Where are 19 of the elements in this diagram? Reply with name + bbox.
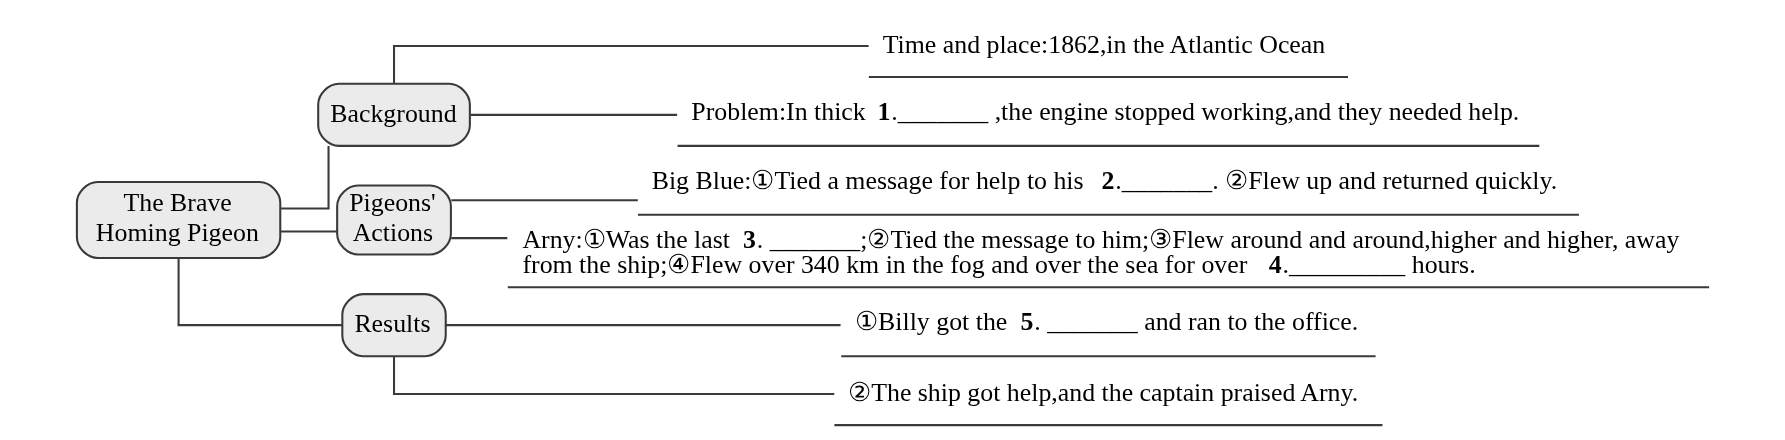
node-box: Pigeons' Actions bbox=[335, 184, 452, 256]
node-box: Results bbox=[340, 293, 447, 358]
connector bbox=[280, 230, 337, 233]
connector bbox=[280, 146, 330, 210]
connector bbox=[450, 237, 507, 240]
connector bbox=[392, 44, 869, 84]
connector bbox=[470, 113, 677, 116]
connector bbox=[445, 324, 841, 327]
node-text: Problem:In thick 1._______ ,the engine stopped working,and they needed help. bbox=[690, 97, 1519, 127]
connector bbox=[392, 356, 834, 396]
node-text: ①Billy got the 5. _______ and ran to the office. bbox=[854, 307, 1358, 337]
connector bbox=[177, 257, 342, 327]
node-box: Background bbox=[316, 82, 471, 147]
connector bbox=[450, 199, 638, 202]
node-text: Time and place:1862,in the Atlantic Ocean bbox=[882, 29, 1325, 59]
node-text: Arny:①Was the last 3. _______;②Tied the message to him;③Flew around and around,higher and higher, away from the ship;④Flew over 340 km in the fog and over the sea for over 4._________ hours. bbox=[521, 224, 1679, 280]
node-text: ②The ship got help,and the captain praised Arny. bbox=[847, 377, 1358, 407]
node-text: Big Blue:①Tied a message for help to his 2._______. ②Flew up and returned quickly. bbox=[651, 165, 1557, 195]
node-box: The Brave Homing Pigeon bbox=[75, 181, 281, 259]
